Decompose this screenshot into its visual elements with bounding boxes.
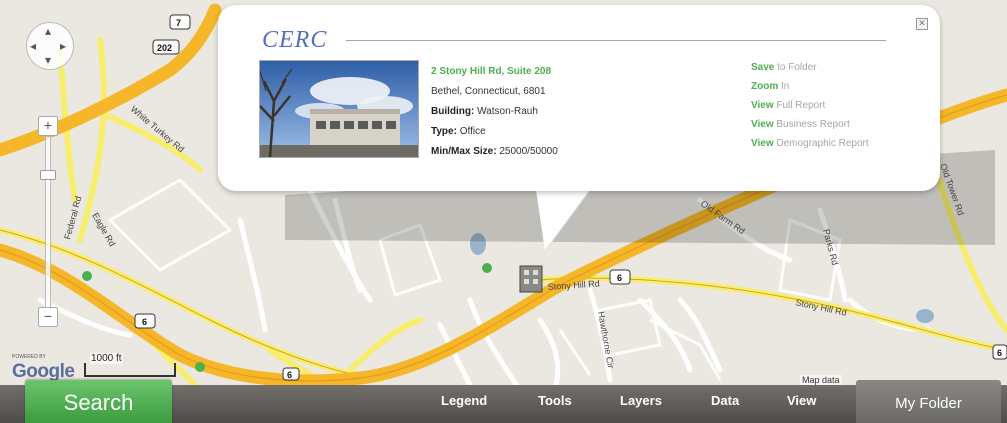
route-shield-202: 202 — [157, 43, 172, 53]
action-verb: View — [751, 119, 774, 130]
view-full-report-link[interactable]: View Full Report — [751, 96, 869, 115]
action-verb: View — [751, 138, 774, 149]
property-marker-icon[interactable] — [519, 265, 543, 293]
cerc-logo: CERC — [262, 27, 328, 53]
view-business-report-link[interactable]: View Business Report — [751, 115, 869, 134]
zoom-out-button[interactable]: − — [38, 307, 58, 327]
logo-divider — [346, 40, 886, 41]
action-text: In — [781, 81, 790, 92]
popup-pointer — [535, 183, 595, 252]
popup-actions: Save to Folder Zoom In View Full Report … — [751, 58, 869, 153]
data-menu[interactable]: Data — [711, 393, 740, 408]
layers-menu[interactable]: Layers — [620, 393, 662, 408]
google-logo[interactable]: Google — [12, 361, 75, 382]
legend-menu[interactable]: Legend — [441, 393, 488, 408]
action-text: Business Report — [776, 119, 850, 130]
pan-control[interactable]: ▴ ◂ ▸ ▾ — [26, 22, 74, 70]
route-shield-6-edge: 6 — [997, 348, 1002, 358]
view-menu[interactable]: View — [787, 393, 817, 408]
zoom-slider-handle[interactable] — [40, 170, 56, 180]
building-value: Watson-Rauh — [477, 106, 538, 117]
type-value: Office — [459, 126, 486, 137]
zoom-slider-track[interactable] — [45, 136, 51, 308]
size-value: 25000/50000 — [499, 146, 558, 157]
my-folder-button[interactable]: My Folder — [856, 380, 1001, 423]
building-label: Building: — [431, 106, 475, 117]
property-photo — [259, 60, 419, 158]
action-verb: View — [751, 100, 774, 111]
pan-right-icon[interactable]: ▸ — [60, 39, 67, 53]
route-shield-7: 7 — [176, 18, 181, 28]
zoom-in-link[interactable]: Zoom In — [751, 77, 869, 96]
pan-up-icon[interactable]: ▴ — [45, 24, 52, 38]
road-label-stony-hill: Stony Hill Rd — [547, 278, 600, 292]
size-label: Min/Max Size: — [431, 146, 497, 157]
type-label: Type: — [431, 126, 457, 137]
pan-down-icon[interactable]: ▾ — [45, 53, 52, 67]
route-shield-6: 6 — [142, 317, 147, 327]
map-scale: 1000 ft — [84, 353, 176, 381]
property-details: 2 Stony Hill Rd, Suite 208 Bethel, Conne… — [431, 62, 558, 162]
route-shield-6-east: 6 — [617, 273, 622, 283]
size-row: Min/Max Size: 25000/50000 — [431, 142, 558, 162]
building-row: Building: Watson-Rauh — [431, 102, 558, 122]
scale-label: 1000 ft — [90, 353, 123, 364]
type-row: Type: Office — [431, 122, 558, 142]
powered-by-text: POWERED BY — [12, 354, 46, 360]
pan-left-icon[interactable]: ◂ — [30, 39, 37, 53]
action-text: Demographic Report — [776, 138, 869, 149]
action-verb: Zoom — [751, 81, 779, 92]
zoom-in-button[interactable]: + — [38, 116, 58, 136]
property-info-popup: ✕ CERC — [218, 5, 940, 191]
close-icon[interactable]: ✕ — [916, 18, 928, 30]
search-button[interactable]: Search — [25, 380, 172, 423]
action-text: Full Report — [776, 100, 826, 111]
map-data-credit[interactable]: Map data — [800, 375, 842, 385]
address-line-1[interactable]: 2 Stony Hill Rd, Suite 208 — [431, 66, 552, 77]
action-text: to Folder — [777, 62, 817, 73]
address-line-2: Bethel, Connecticut, 6801 — [431, 86, 546, 97]
view-demographic-report-link[interactable]: View Demographic Report — [751, 134, 869, 153]
scale-bar — [84, 363, 176, 377]
tools-menu[interactable]: Tools — [538, 393, 572, 408]
save-to-folder-link[interactable]: Save to Folder — [751, 58, 869, 77]
route-shield-6-south: 6 — [287, 370, 292, 380]
action-verb: Save — [751, 62, 775, 73]
